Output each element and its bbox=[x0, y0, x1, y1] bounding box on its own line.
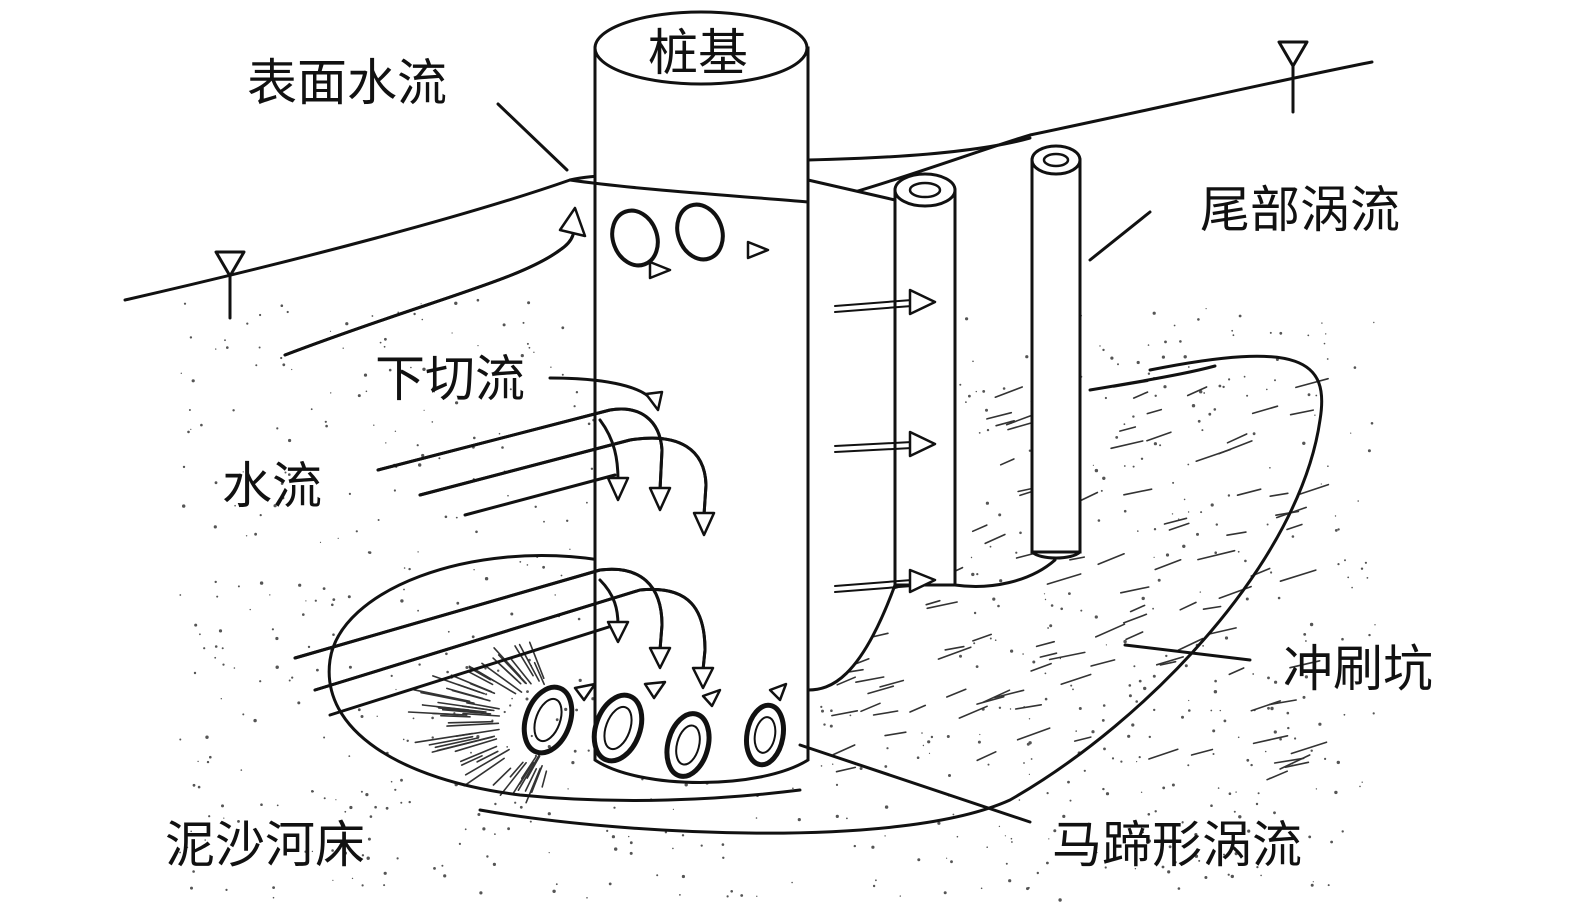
scour-hole-outline bbox=[478, 354, 1324, 835]
water-level-symbol-left bbox=[214, 250, 246, 320]
label-sediment-bed: 泥沙河床 bbox=[165, 816, 365, 874]
wake-vortex-tube-back bbox=[1030, 144, 1082, 560]
wake-sheet bbox=[806, 178, 897, 692]
pier-cylinder bbox=[593, 10, 810, 784]
leader-wake-vortex bbox=[1088, 210, 1152, 262]
water-level-symbol-right bbox=[1277, 40, 1309, 114]
front-scour-bowl bbox=[327, 554, 802, 802]
leader-surface-flow bbox=[496, 102, 569, 172]
water-surface-on-pier bbox=[568, 178, 810, 204]
wake-flow-arrows bbox=[834, 288, 937, 594]
upflow-arrow bbox=[283, 206, 587, 357]
label-flow: 水流 bbox=[222, 457, 322, 515]
leader-horseshoe-vortex bbox=[798, 743, 1032, 824]
downflow-curve-arrow bbox=[548, 376, 664, 412]
label-scour-hole: 冲刷坑 bbox=[1283, 640, 1433, 698]
label-surface-flow: 表面水流 bbox=[247, 54, 447, 112]
label-pile: 桩基 bbox=[648, 24, 748, 82]
label-downflow: 下切流 bbox=[375, 350, 525, 408]
approach-flow-lower bbox=[293, 567, 715, 717]
horseshoe-vortex-loops bbox=[521, 680, 788, 779]
leader-scour-hole bbox=[1123, 643, 1252, 662]
approach-flow-upper bbox=[376, 407, 716, 537]
label-wake-vortex: 尾部涡流 bbox=[1200, 181, 1400, 239]
scour-hole-inner-edge bbox=[1088, 364, 1217, 392]
label-horseshoe-vortex: 马蹄形涡流 bbox=[1052, 816, 1302, 874]
surface-roller-vortices bbox=[610, 202, 770, 280]
water-surface-near-pier bbox=[806, 136, 1032, 162]
